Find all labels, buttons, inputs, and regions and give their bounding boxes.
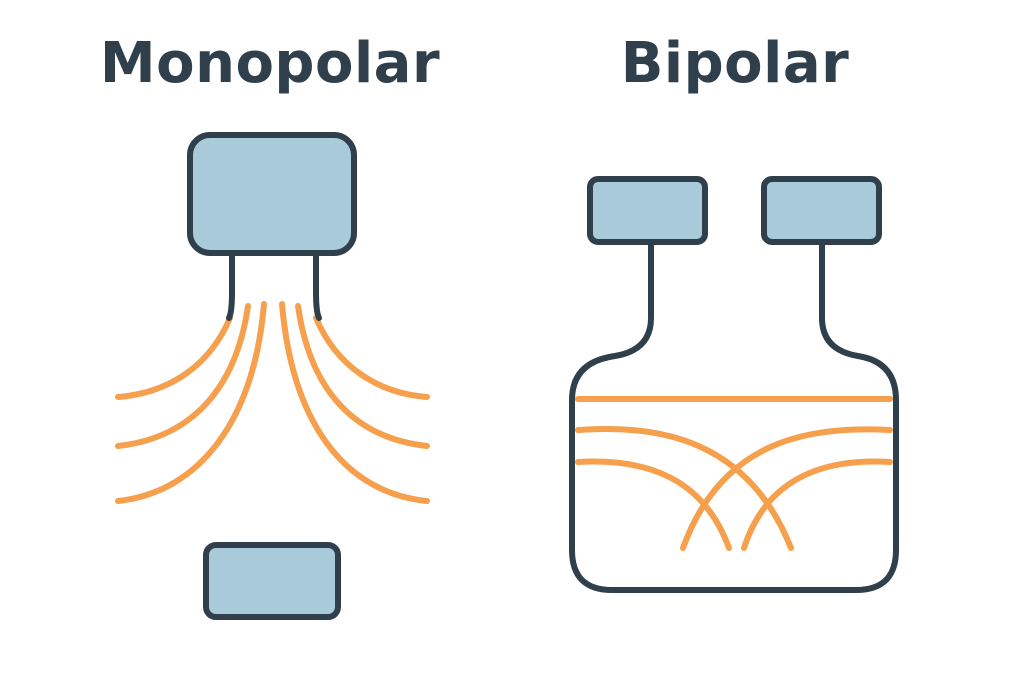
current-line: [115, 303, 251, 449]
bipolar-tissue-outline: [569, 239, 899, 593]
bipolar-panel: [569, 176, 899, 593]
current-line: [115, 301, 267, 504]
bipolar-title: Bipolar: [620, 31, 850, 96]
active-electrode-body: [187, 132, 357, 256]
bipolar-left-electrode: [587, 176, 708, 245]
monopolar-panel: [115, 132, 430, 620]
current-line: [575, 458, 732, 551]
bipolar-right-electrode: [761, 176, 882, 245]
monopolar-active-electrode: [187, 132, 357, 321]
monopolar-return-electrode: [203, 542, 341, 620]
monopolar-current-lines: [115, 301, 430, 504]
current-line: [295, 303, 430, 449]
current-line: [575, 425, 794, 551]
monopolar-title: Monopolar: [99, 31, 441, 96]
current-line: [279, 301, 430, 504]
current-line: [680, 426, 893, 551]
active-electrode-stem: [313, 250, 322, 321]
active-electrode-stem: [226, 250, 235, 321]
current-line: [313, 315, 430, 400]
bipolar-current-lines: [575, 396, 893, 551]
current-line: [741, 458, 893, 551]
current-line: [115, 315, 233, 400]
